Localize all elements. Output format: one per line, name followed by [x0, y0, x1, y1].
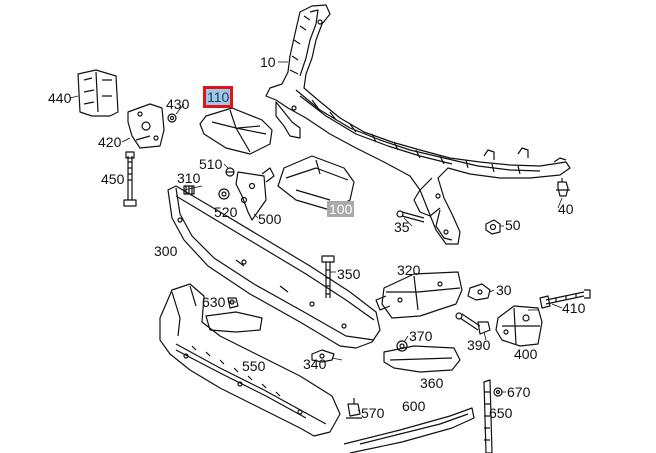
part-550-lower-crossmember — [159, 283, 341, 437]
callout-390[interactable]: 390 — [467, 337, 491, 353]
part-520-nut — [218, 188, 230, 200]
callout-420[interactable]: 420 — [98, 134, 122, 150]
callout-400[interactable]: 400 — [514, 346, 538, 362]
callout-410[interactable]: 410 — [562, 300, 586, 316]
part-670-clip — [493, 387, 503, 397]
part-420-mount-plate — [127, 103, 165, 149]
callout-440[interactable]: 440 — [48, 90, 72, 106]
callout-670[interactable]: 670 — [507, 384, 531, 400]
part-360-trim — [383, 345, 461, 373]
part-35-bolt — [396, 210, 425, 223]
callout-300[interactable]: 300 — [154, 243, 178, 259]
callout-430[interactable]: 430 — [166, 96, 190, 112]
part-600-reinforcement — [343, 407, 475, 453]
callout-320[interactable]: 320 — [397, 262, 421, 278]
part-630-spacer — [227, 297, 239, 309]
callout-35[interactable]: 35 — [394, 219, 410, 235]
part-400-crash-box — [495, 305, 543, 347]
part-410-bolt — [539, 289, 591, 309]
part-570-clip — [346, 398, 362, 419]
part-440-bracket — [77, 69, 119, 117]
part-500-bracket — [235, 167, 275, 221]
callout-40[interactable]: 40 — [558, 201, 574, 217]
callout-550[interactable]: 550 — [242, 358, 266, 374]
callout-510[interactable]: 510 — [199, 156, 223, 172]
callout-450[interactable]: 450 — [101, 171, 125, 187]
part-510-screw — [225, 167, 235, 177]
callout-30[interactable]: 30 — [496, 282, 512, 298]
part-110-air-duct — [199, 107, 273, 155]
part-350-bolt — [321, 255, 335, 298]
callout-630[interactable]: 630 — [202, 294, 226, 310]
part-10-front-end-carrier — [265, 4, 571, 245]
leader-lines — [69, 61, 563, 413]
part-40-clip — [556, 178, 570, 197]
callout-500[interactable]: 500 — [258, 211, 282, 227]
callout-350[interactable]: 350 — [337, 266, 361, 282]
callout-50[interactable]: 50 — [505, 217, 521, 233]
callout-370[interactable]: 370 — [409, 328, 433, 344]
part-100-air-duct — [277, 155, 355, 211]
callout-520[interactable]: 520 — [214, 204, 238, 220]
part-390-bolt — [455, 312, 491, 335]
callout-650[interactable]: 650 — [489, 405, 513, 421]
part-650-strip — [483, 379, 493, 453]
part-430-nut — [167, 113, 177, 123]
part-50-nut — [485, 219, 501, 235]
callout-340[interactable]: 340 — [303, 356, 327, 372]
callout-570[interactable]: 570 — [361, 405, 385, 421]
part-30-clip — [467, 283, 491, 301]
callout-600[interactable]: 600 — [402, 398, 426, 414]
callout-10[interactable]: 10 — [260, 54, 276, 70]
callout-100[interactable]: 100 — [327, 201, 355, 217]
part-340-clip — [311, 349, 335, 363]
callout-310[interactable]: 310 — [177, 170, 201, 186]
callout-110-selected[interactable]: 110 — [202, 86, 234, 108]
part-300-bumper-beam — [167, 185, 381, 349]
part-320-bracket — [375, 271, 463, 319]
part-450-bolt — [123, 151, 137, 207]
callout-360[interactable]: 360 — [420, 375, 444, 391]
